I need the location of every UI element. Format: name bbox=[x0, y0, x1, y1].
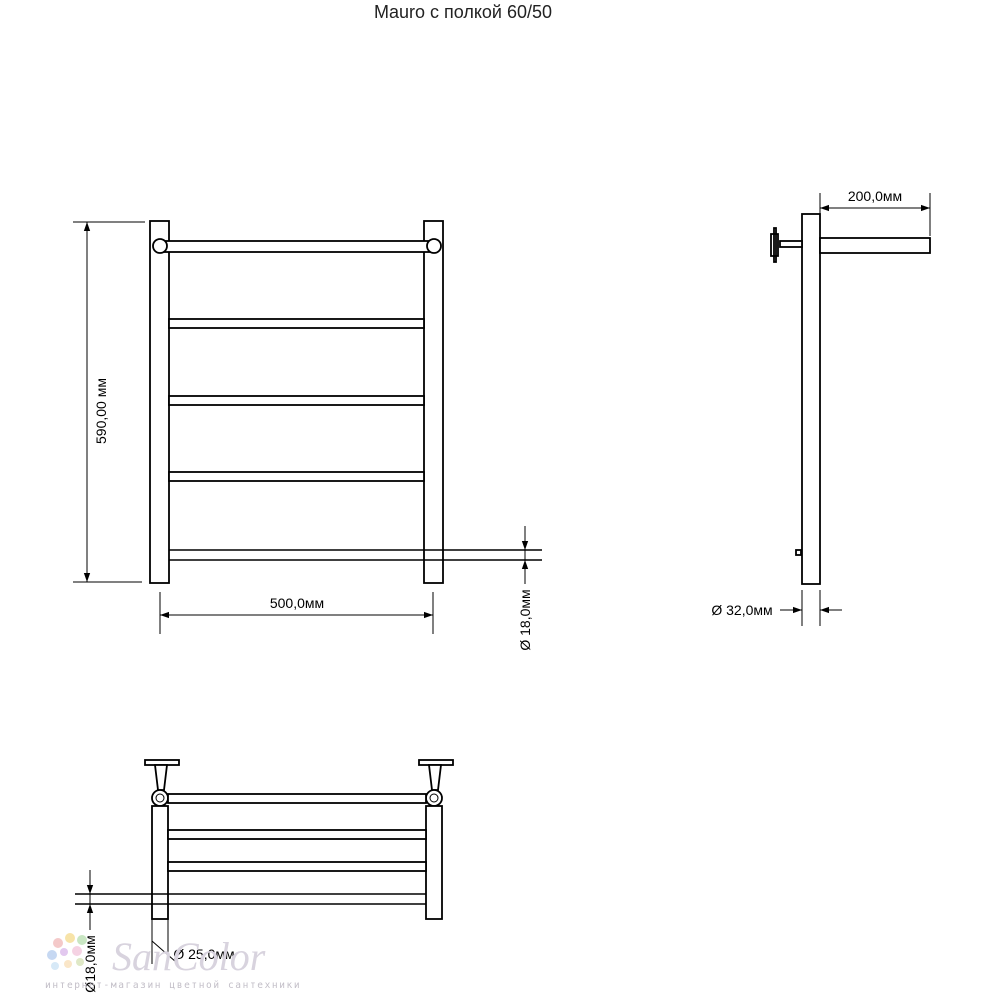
top-view-rail-2 bbox=[167, 829, 427, 840]
left-post bbox=[149, 220, 170, 584]
top-tube-diameter-label: Ø18,0мм bbox=[82, 935, 98, 992]
watermark-dot bbox=[77, 935, 87, 945]
height-label: 590,00 мм bbox=[93, 378, 109, 444]
mount-dia-arrow bbox=[151, 940, 177, 963]
watermark-dot bbox=[60, 948, 68, 956]
watermark-dot bbox=[47, 950, 57, 960]
watermark-dot bbox=[51, 962, 59, 970]
shelf-depth-label: 200,0мм bbox=[848, 188, 902, 204]
top-right-mount-stem bbox=[427, 764, 443, 791]
right-post bbox=[423, 220, 444, 584]
rail-3 bbox=[168, 395, 425, 406]
top-left-mount-knob bbox=[151, 789, 169, 807]
watermark-dot bbox=[72, 946, 82, 956]
side-post bbox=[801, 213, 821, 585]
top-right-mount-knob bbox=[425, 789, 443, 807]
watermark-dot bbox=[65, 933, 75, 943]
sancolor-watermark: SanColor интернет-магазин цветной сантех… bbox=[45, 933, 301, 991]
top-view-top-rail bbox=[167, 793, 427, 804]
watermark-dots bbox=[47, 933, 87, 970]
watermark-tagline: интернет-магазин цветной сантехники bbox=[45, 980, 301, 991]
top-rail-left-cap bbox=[152, 238, 168, 254]
top-rail-right-cap bbox=[426, 238, 442, 254]
watermark-dot bbox=[76, 958, 84, 966]
top-rail bbox=[159, 240, 435, 253]
front-view: 590,00 мм 500,0мм Ø 18,0мм bbox=[73, 220, 542, 651]
width-label: 500,0мм bbox=[270, 595, 324, 611]
watermark-dot bbox=[53, 938, 63, 948]
shelf-profile bbox=[819, 237, 931, 254]
top-view-rail-3 bbox=[167, 861, 427, 872]
top-right-mount-knob-inner bbox=[429, 793, 439, 803]
mount-diameter-label: Ø 25,0мм bbox=[173, 946, 234, 962]
rail-4 bbox=[168, 471, 425, 482]
wall-mount-flange bbox=[770, 227, 779, 263]
top-left-mount-knob-inner bbox=[155, 793, 165, 803]
tube-diameter-label: Ø 18,0мм bbox=[517, 589, 533, 650]
watermark-brand: SanColor bbox=[112, 934, 266, 979]
watermark-dot bbox=[64, 960, 72, 968]
top-view-left-post bbox=[151, 805, 169, 920]
drawing-title: Mauro с полкой 60/50 bbox=[374, 2, 552, 22]
side-mount-dot bbox=[795, 549, 802, 556]
side-view: 200,0мм Ø 32,0мм bbox=[711, 188, 931, 626]
top-view: Ø18,0мм Ø 25,0мм bbox=[75, 759, 454, 993]
wall-mount-stem bbox=[779, 240, 803, 248]
top-view-right-post bbox=[425, 805, 443, 920]
top-left-mount-stem bbox=[153, 764, 169, 791]
rail-2 bbox=[168, 318, 425, 329]
pole-diameter-label: Ø 32,0мм bbox=[711, 602, 772, 618]
